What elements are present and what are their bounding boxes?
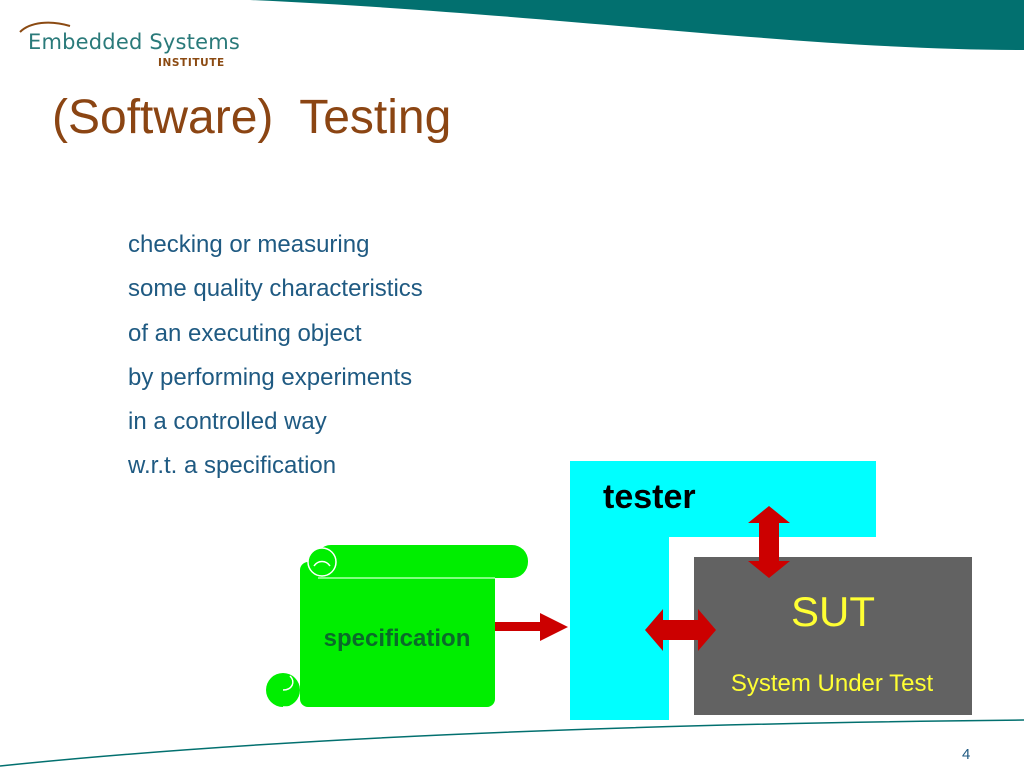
sut-label: SUT	[791, 588, 875, 635]
definition-line: checking or measuring	[128, 231, 370, 258]
definition-list: checking or measuring some quality chara…	[128, 223, 423, 489]
tester-sut-horizontal-arrow	[645, 609, 716, 651]
tester-label: tester	[603, 478, 696, 516]
logo-subtitle: INSTITUTE	[158, 57, 225, 69]
slide-title: (Software) Testing	[52, 91, 452, 144]
footer-line	[0, 719, 1024, 767]
specification-scroll-icon	[266, 545, 528, 708]
tester-shape	[570, 461, 876, 720]
sut-box	[694, 557, 972, 715]
definition-line: some quality characteristics	[128, 275, 423, 303]
page-number: 4	[962, 746, 971, 763]
definition-line: of an executing object	[128, 319, 362, 347]
definition-line: in a controlled way	[128, 408, 327, 436]
definition-line: w.r.t. a specification	[128, 452, 337, 480]
sut-caption: System Under Test	[731, 670, 934, 697]
definition-line: by performing experiments	[128, 363, 413, 391]
logo-swoosh-icon	[19, 21, 71, 33]
specification-label: specification	[324, 625, 471, 652]
spec-to-tester-arrow	[495, 613, 568, 641]
logo-name: Embedded Systems	[28, 30, 241, 54]
tester-sut-vertical-arrow	[748, 506, 790, 578]
header-band	[250, 0, 1024, 50]
